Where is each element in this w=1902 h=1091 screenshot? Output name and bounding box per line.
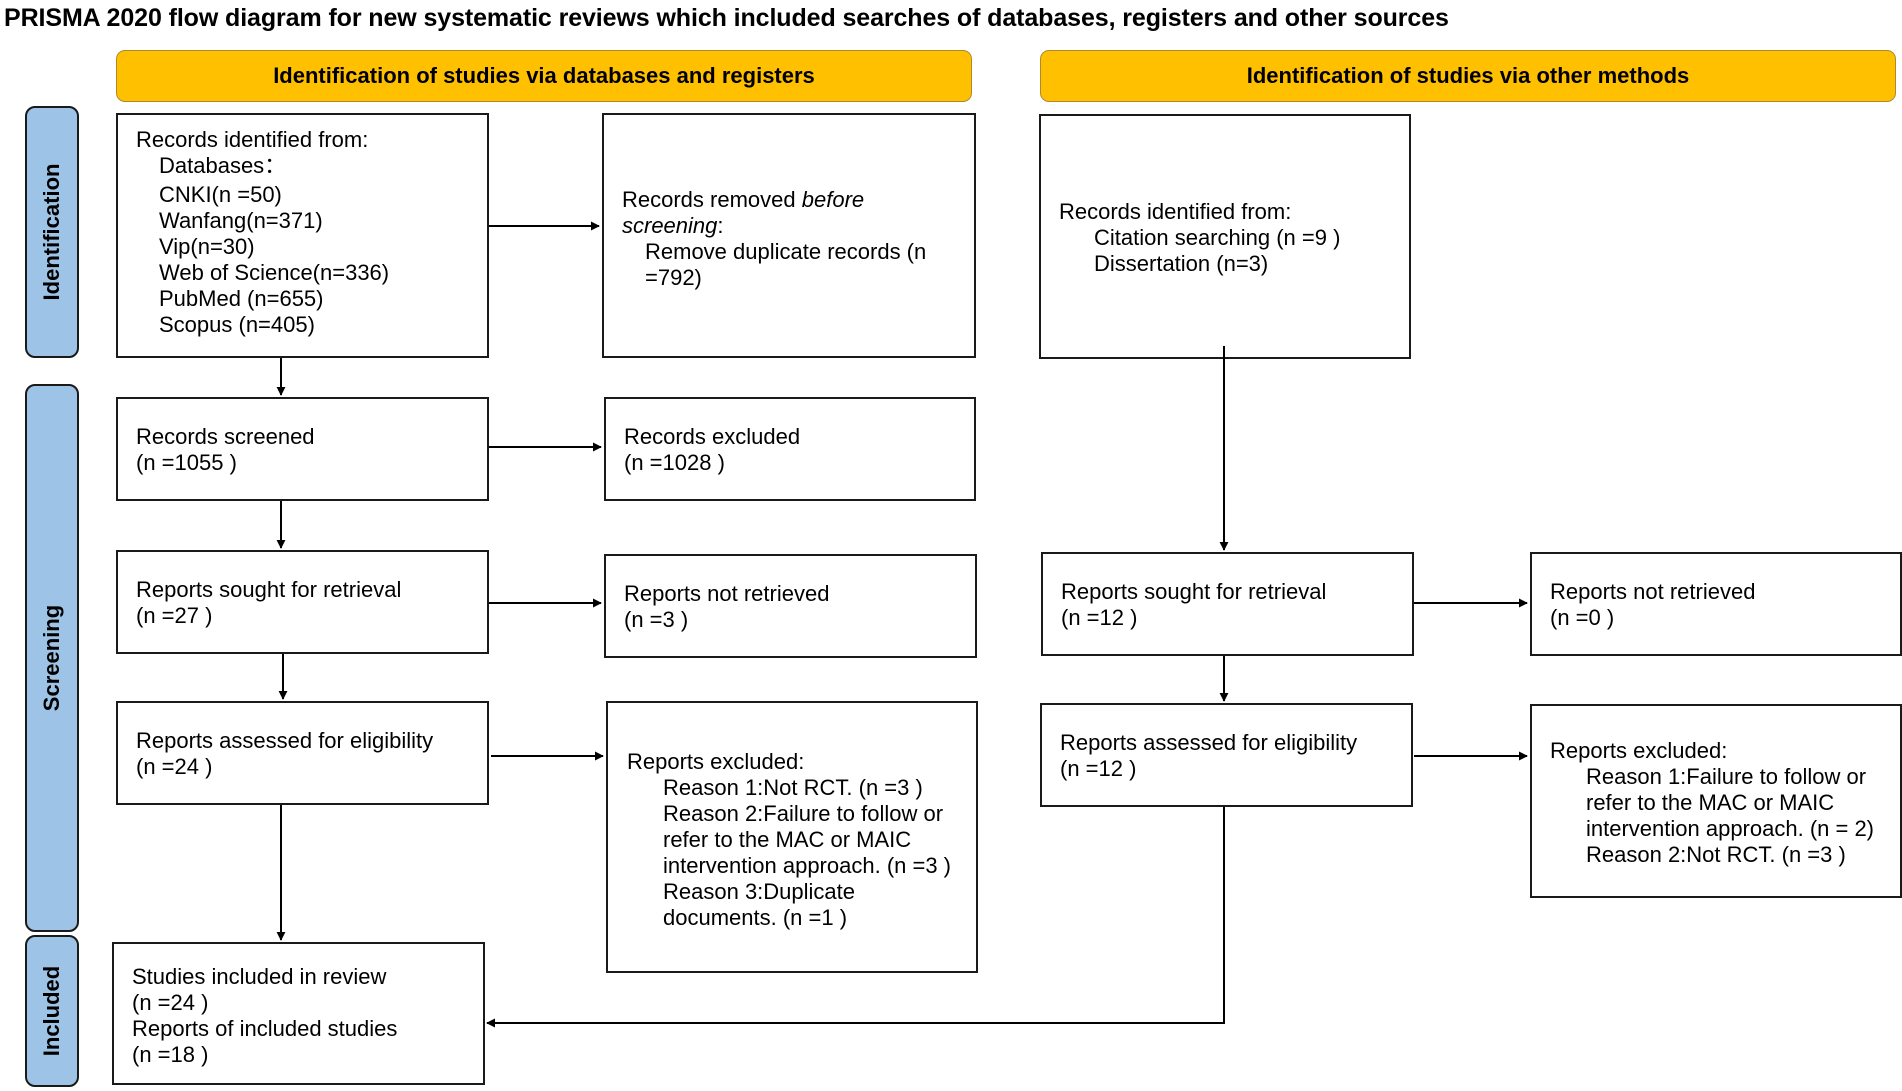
other-source-citation: Citation searching (n =9 ): [1094, 225, 1341, 250]
db-reason-line-2: Reason 2:Failure to follow or: [663, 801, 944, 826]
studies-included-count: (n =24 ): [132, 990, 209, 1015]
db-excluded-label: Records excluded: [624, 424, 801, 449]
db-identified-heading: Records identified from:: [136, 127, 369, 152]
db-source-cnki: CNKI(n =50): [159, 182, 282, 207]
other-not-retrieved-label: Reports not retrieved: [1550, 579, 1756, 604]
db-not-retrieved-count: (n =3 ): [624, 607, 689, 632]
phase-identification: Identification: [25, 106, 79, 358]
other-assessed-label: Reports assessed for eligibility: [1060, 730, 1358, 755]
db-screened-count: (n =1055 ): [136, 450, 237, 475]
other-reports-assessed-box: Reports assessed for eligibility (n =12 …: [1040, 703, 1413, 807]
db-reports-excluded-heading: Reports excluded:: [627, 749, 805, 774]
db-excluded-count: (n =1028 ): [624, 450, 725, 475]
arrow-other-assessed-to-included: [486, 807, 1225, 1028]
diagram-title: PRISMA 2020 flow diagram for new systema…: [4, 4, 1449, 32]
header-other-label: Identification of studies via other meth…: [1246, 63, 1690, 88]
other-reports-excluded-heading: Reports excluded:: [1550, 738, 1728, 763]
db-records-excluded-box: Records excluded (n =1028 ): [604, 397, 976, 501]
db-source-web-of-science: Web of Science(n=336): [159, 260, 390, 285]
db-reports-not-retrieved-box: Reports not retrieved (n =3 ): [604, 554, 977, 658]
db-reason-line-3: refer to the MAC or MAIC: [663, 827, 912, 852]
db-not-retrieved-label: Reports not retrieved: [624, 581, 830, 606]
db-removed-line-2: screening:: [622, 213, 724, 239]
db-reports-sought-box: Reports sought for retrieval (n =27 ): [116, 550, 489, 654]
db-records-removed-box: Records removed before screening: Remove…: [602, 113, 976, 358]
db-records-identified-box: Records identified from: Databases： CNKI…: [116, 113, 489, 358]
db-assessed-count: (n =24 ): [136, 754, 213, 779]
db-sought-count: (n =27 ): [136, 603, 213, 628]
other-reason-line-2: refer to the MAC or MAIC: [1586, 790, 1835, 815]
phase-included: Included: [25, 935, 79, 1087]
db-removed-screening-italic: screening: [622, 213, 718, 238]
db-source-scopus: Scopus (n=405): [159, 312, 315, 337]
db-removed-detail-2: =792): [645, 265, 702, 290]
db-removed-detail-1: Remove duplicate records (n: [645, 239, 927, 264]
db-removed-colon: :: [717, 213, 724, 238]
db-removed-before-italic: before: [801, 187, 865, 212]
db-reason-line-1: Reason 1:Not RCT. (n =3 ): [663, 775, 923, 800]
other-not-retrieved-count: (n =0 ): [1550, 605, 1615, 630]
header-databases-registers: Identification of studies via databases …: [116, 50, 972, 102]
db-source-pubmed: PubMed (n=655): [159, 286, 324, 311]
db-assessed-label: Reports assessed for eligibility: [136, 728, 434, 753]
db-records-screened-box: Records screened (n =1055 ): [116, 397, 489, 501]
other-records-identified-box: Records identified from: Citation search…: [1039, 114, 1411, 359]
db-sought-label: Reports sought for retrieval: [136, 577, 402, 602]
other-reason-line-1: Reason 1:Failure to follow or: [1586, 764, 1867, 789]
other-reports-not-retrieved-box: Reports not retrieved (n =0 ): [1530, 552, 1902, 656]
other-sought-count: (n =12 ): [1061, 605, 1138, 630]
db-screened-label: Records screened: [136, 424, 315, 449]
header-other-methods: Identification of studies via other meth…: [1040, 50, 1896, 102]
studies-included-label: Studies included in review: [132, 964, 387, 989]
reports-included-count: (n =18 ): [132, 1042, 209, 1067]
db-databases-heading: Databases：: [159, 153, 287, 178]
other-source-dissertation: Dissertation (n=3): [1094, 251, 1269, 276]
header-databases-label: Identification of studies via databases …: [273, 63, 815, 88]
other-reports-sought-box: Reports sought for retrieval (n =12 ): [1041, 552, 1414, 656]
reports-included-label: Reports of included studies: [132, 1016, 398, 1041]
db-reports-assessed-box: Reports assessed for eligibility (n =24 …: [116, 701, 489, 805]
phase-screening: Screening: [25, 384, 79, 932]
db-removed-text: Records removed: [622, 187, 802, 212]
db-source-wanfang: Wanfang(n=371): [159, 208, 323, 233]
db-reason-line-4: intervention approach. (n =3 ): [663, 853, 952, 878]
db-source-vip: Vip(n=30): [159, 234, 255, 259]
other-reports-excluded-box: Reports excluded: Reason 1:Failure to fo…: [1530, 704, 1902, 898]
db-reason-line-5: Reason 3:Duplicate: [663, 879, 856, 904]
other-reason-line-3: intervention approach. (n = 2): [1586, 816, 1875, 841]
other-assessed-count: (n =12 ): [1060, 756, 1137, 781]
db-reason-line-6: documents. (n =1 ): [663, 905, 848, 930]
studies-included-box: Studies included in review (n =24 ) Repo…: [112, 942, 485, 1085]
db-removed-line-1: Records removed before: [622, 187, 864, 213]
other-reason-line-4: Reason 2:Not RCT. (n =3 ): [1586, 842, 1846, 867]
db-reports-excluded-box: Reports excluded: Reason 1:Not RCT. (n =…: [606, 701, 978, 973]
other-sought-label: Reports sought for retrieval: [1061, 579, 1327, 604]
other-identified-heading: Records identified from:: [1059, 199, 1292, 224]
